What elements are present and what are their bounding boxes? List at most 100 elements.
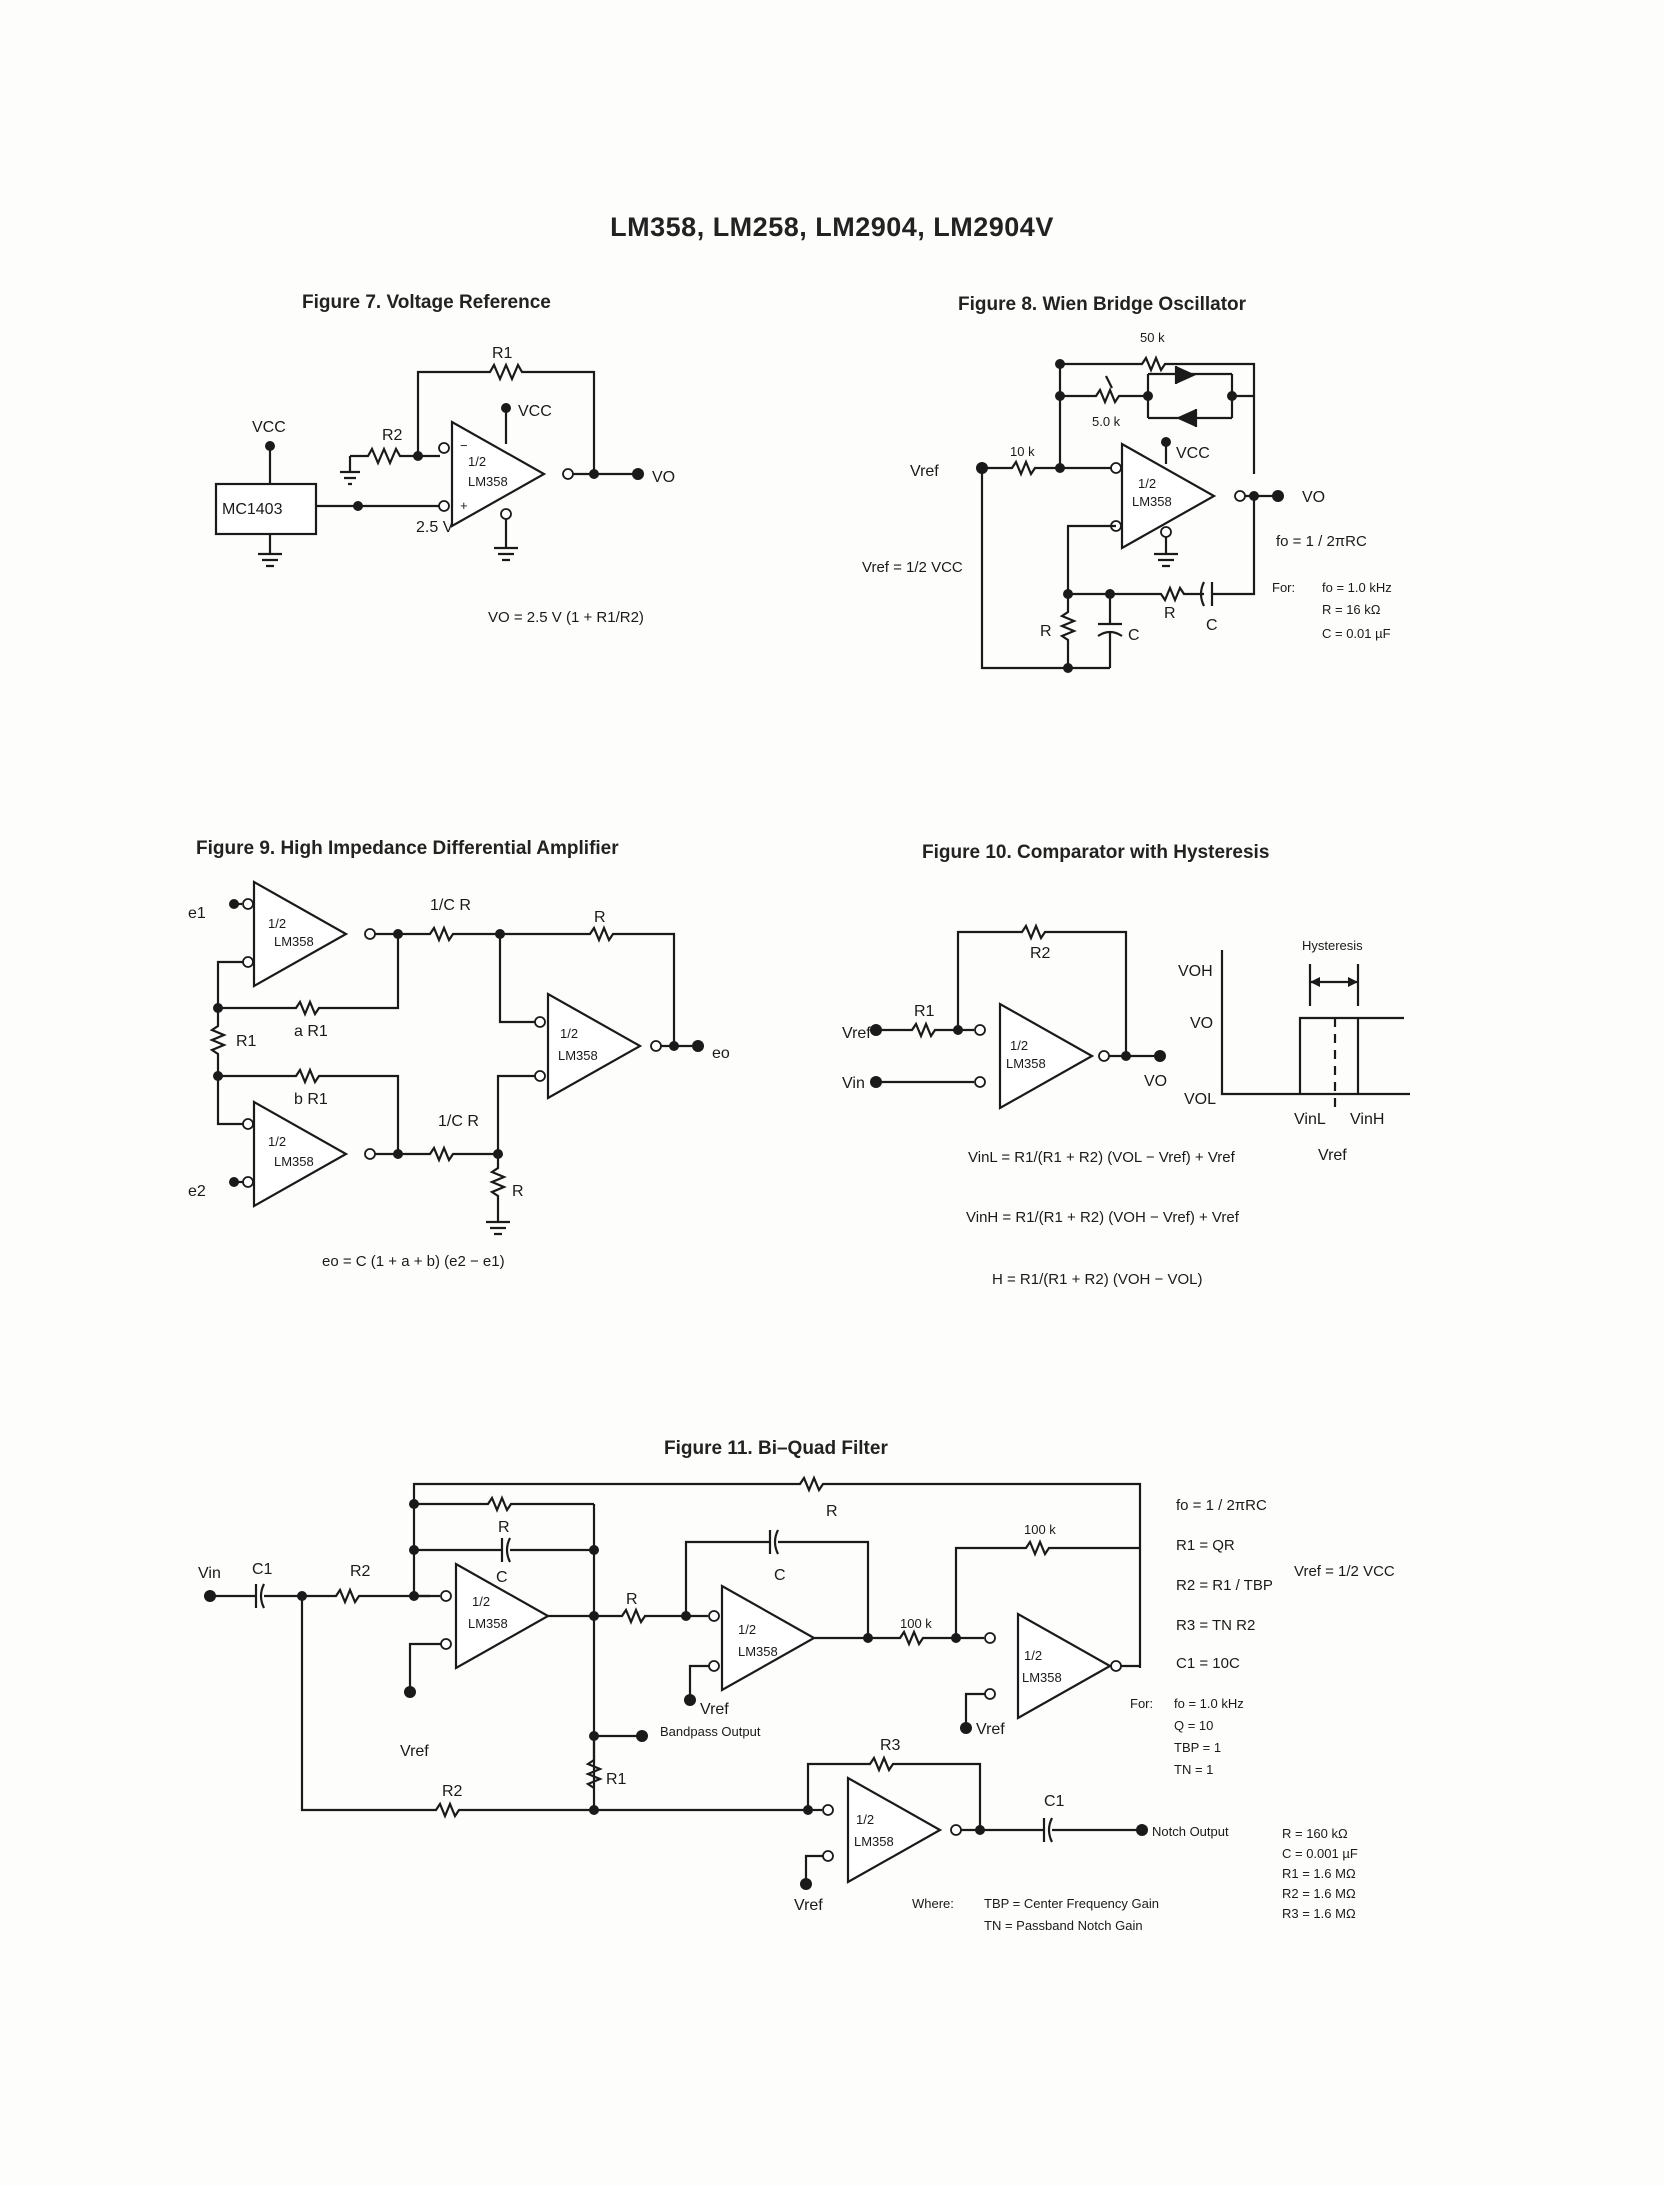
fig10-r2: R2 <box>1030 945 1051 962</box>
fig7-half: 1/2 <box>468 454 486 469</box>
fig11-comp-r3: R3 = 1.6 MΩ <box>1282 1906 1356 1921</box>
fig11-r-top: R <box>826 1503 838 1520</box>
fig11-vref-a2: Vref <box>700 1701 729 1718</box>
fig10-formula-vinh: VinH = R1/(R1 + R2) (VOH − Vref) + Vref <box>966 1209 1240 1226</box>
fig11-design-r2: R2 = R1 / TBP <box>1176 1577 1273 1594</box>
fig10-vref-axis: Vref <box>1318 1147 1347 1164</box>
fig8-half: 1/2 <box>1138 476 1156 491</box>
fig7-vcc-label: VCC <box>252 419 286 436</box>
fig11-a4-part: LM358 <box>854 1834 894 1849</box>
fig9-r-gnd: R <box>512 1183 524 1200</box>
mc1403-box <box>214 482 318 536</box>
fig11-a3-half: 1/2 <box>1024 1648 1042 1663</box>
fig11-a4-half: 1/2 <box>856 1812 874 1827</box>
figure-8-caption: Figure 8. Wien Bridge Oscillator <box>958 294 1247 315</box>
fig8-vcc: VCC <box>1176 445 1210 462</box>
fig11-vref-a4: Vref <box>794 1897 823 1914</box>
fig10-hysteresis: Hysteresis <box>1302 938 1363 953</box>
fig7-vo-label: VO <box>652 469 675 486</box>
fig8-vref: Vref <box>910 463 939 480</box>
fig11-r3: R3 <box>880 1737 901 1754</box>
fig8-c-bottom: C <box>1128 627 1140 644</box>
fig11-a1-part: LM358 <box>468 1616 508 1631</box>
fig8-for: For: <box>1272 580 1295 595</box>
figure-10-schematic: Vref R1 R2 Vin 1/2 LM358 VO VOH VO VOL <box>842 923 1410 1288</box>
fig11-c1: C1 <box>252 1561 273 1578</box>
fig11-100k-a: 100 k <box>900 1616 932 1631</box>
figure-8-schematic: 50 k 5.0 k Vref 10 k 1/2 LM358 <box>862 330 1392 673</box>
fig11-r-mid: R <box>626 1591 638 1608</box>
fig11-100k-b: 100 k <box>1024 1522 1056 1537</box>
fig9-formula: eo = C (1 + a + b) (e2 − e1) <box>322 1253 505 1270</box>
fig11-where: Where: <box>912 1896 954 1911</box>
fig8-c: C <box>1206 617 1218 634</box>
fig9-r-feedback: R <box>594 909 606 926</box>
fig7-ic-label: MC1403 <box>222 501 283 518</box>
fig9-r-top-div: 1/C R <box>430 897 471 914</box>
diode-top <box>1176 366 1196 384</box>
fig7-2v5-label: 2.5 V <box>416 519 454 536</box>
fig10-voh: VOH <box>1178 963 1213 980</box>
fig11-a2-half: 1/2 <box>738 1622 756 1637</box>
fig11-for-tn: TN = 1 <box>1174 1762 1213 1777</box>
fig8-5k: 5.0 k <box>1092 414 1121 429</box>
fig8-value-r: R = 16 kΩ <box>1322 602 1381 617</box>
fig10-vinh: VinH <box>1350 1111 1384 1128</box>
fig11-vref-a1: Vref <box>400 1743 429 1760</box>
fig11-for-tbp: TBP = 1 <box>1174 1740 1221 1755</box>
fig9-e1: e1 <box>188 905 206 922</box>
fig11-vref-eq: Vref = 1/2 VCC <box>1294 1563 1395 1580</box>
fig10-vol: VOL <box>1184 1091 1216 1108</box>
fig11-design-fo: fo = 1 / 2πRC <box>1176 1497 1267 1514</box>
fig9-br1: b R1 <box>294 1091 328 1108</box>
fig11-r2: R2 <box>350 1563 371 1580</box>
fig11-for: For: <box>1130 1696 1153 1711</box>
fig8-vref-eq: Vref = 1/2 VCC <box>862 559 963 576</box>
fig11-bandpass: Bandpass Output <box>660 1724 761 1739</box>
fig8-value-c: C = 0.01 µF <box>1322 626 1391 641</box>
fig11-r: R <box>498 1519 510 1536</box>
fig10-vo: VO <box>1144 1073 1167 1090</box>
fig11-a1-half: 1/2 <box>472 1594 490 1609</box>
fig11-r2b: R2 <box>442 1783 463 1800</box>
fig7-vcc2-label: VCC <box>518 403 552 420</box>
figure-7-schematic: VCC MC1403 2.5 V R2 R1 − + 1/2 LM358 VCC <box>214 345 675 626</box>
fig10-r1: R1 <box>914 1003 935 1020</box>
fig9-r1: R1 <box>236 1033 257 1050</box>
fig7-r1-label: R1 <box>492 345 513 362</box>
fig8-fo-formula: fo = 1 / 2πRC <box>1276 533 1367 550</box>
fig9-a2-part: LM358 <box>274 1154 314 1169</box>
fig7-r2-label: R2 <box>382 427 403 444</box>
fig7-plus: + <box>460 498 468 513</box>
figure-11-caption: Figure 11. Bi–Quad Filter <box>664 1438 888 1459</box>
figure-10-caption: Figure 10. Comparator with Hysteresis <box>922 842 1270 863</box>
fig8-50k: 50 k <box>1140 330 1165 345</box>
fig7-minus: − <box>460 438 468 453</box>
fig7-part: LM358 <box>468 474 508 489</box>
fig11-vref-a3: Vref <box>976 1721 1005 1738</box>
fig10-part: LM358 <box>1006 1056 1046 1071</box>
figure-9-schematic: e1 1/2 LM358 1/C R R a R1 R1 b R1 <box>188 880 730 1270</box>
fig10-formula-h: H = R1/(R1 + R2) (VOH − VOL) <box>992 1271 1202 1288</box>
figure-7-caption: Figure 7. Voltage Reference <box>302 292 551 313</box>
fig11-design-r1: R1 = QR <box>1176 1537 1235 1554</box>
fig11-notch: Notch Output <box>1152 1824 1229 1839</box>
fig11-comp-r2: R2 = 1.6 MΩ <box>1282 1886 1356 1901</box>
fig9-a3-half: 1/2 <box>560 1026 578 1041</box>
fig10-vo-axis: VO <box>1190 1015 1213 1032</box>
fig11-for-fo: fo = 1.0 kHz <box>1174 1696 1244 1711</box>
fig9-e2: e2 <box>188 1183 206 1200</box>
fig9-eo: eo <box>712 1045 730 1062</box>
fig9-a1-half: 1/2 <box>268 916 286 931</box>
fig10-formula-vinl: VinL = R1/(R1 + R2) (VOL − Vref) + Vref <box>968 1149 1236 1166</box>
fig11-c1b: C1 <box>1044 1793 1065 1810</box>
fig10-vin: Vin <box>842 1075 865 1092</box>
fig11-r1: R1 <box>606 1771 627 1788</box>
fig11-vin: Vin <box>198 1565 221 1582</box>
fig8-10k: 10 k <box>1010 444 1035 459</box>
fig11-design-r3: R3 = TN R2 <box>1176 1617 1255 1634</box>
fig9-r-bottom-div: 1/C R <box>438 1113 479 1130</box>
fig9-a2-half: 1/2 <box>268 1134 286 1149</box>
